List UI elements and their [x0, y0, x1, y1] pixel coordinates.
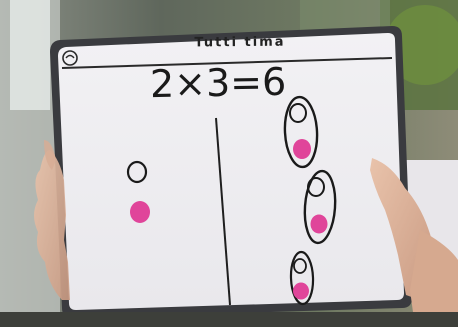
pink-dot	[311, 215, 328, 234]
window-light	[10, 0, 50, 110]
board-header: Tutti tima	[170, 34, 310, 57]
pink-dot	[293, 139, 311, 159]
shelf-objects	[300, 0, 390, 30]
pink-dot	[293, 283, 309, 300]
pink-dot	[130, 201, 150, 223]
bottom-shadow	[0, 312, 458, 327]
board-equation: 2×3=6	[150, 57, 281, 109]
